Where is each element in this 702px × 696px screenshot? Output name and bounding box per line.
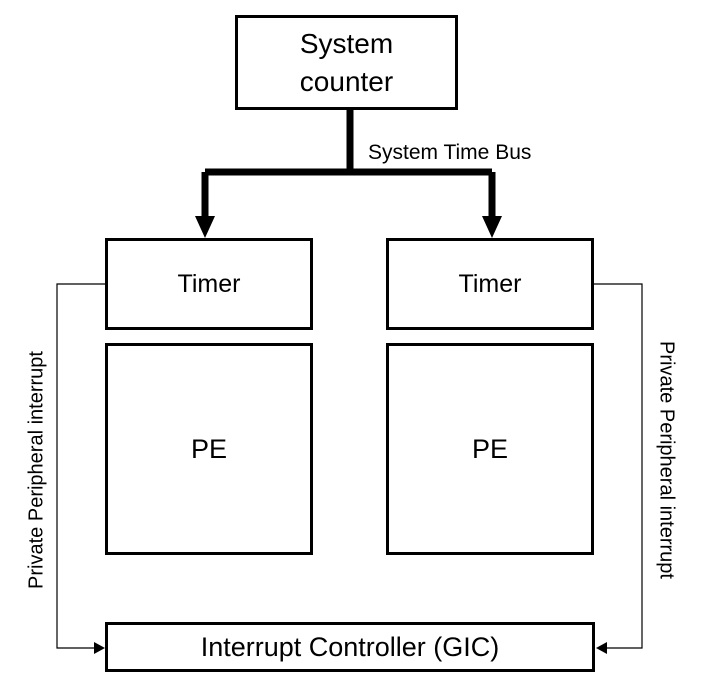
interrupt-arrow-right <box>596 642 607 654</box>
pe-box-right: PE <box>386 343 594 555</box>
pe-label-left: PE <box>190 433 228 464</box>
timer-label-left: Timer <box>177 269 241 298</box>
interrupt-controller-box: Interrupt Controller (GIC) <box>105 622 595 672</box>
private-peripheral-interrupt-label-right: Private Peripheral interrupt <box>655 341 678 579</box>
interrupt-controller-label: Interrupt Controller (GIC) <box>200 631 500 662</box>
timer-box-left: Timer <box>105 238 313 330</box>
timer-box-right: Timer <box>386 238 594 330</box>
pe-box-left: PE <box>105 343 313 555</box>
timer-label-right: Timer <box>458 269 522 298</box>
private-peripheral-interrupt-label-left: Private Peripheral interrupt <box>25 351 48 589</box>
pe-label-right: PE <box>471 433 509 464</box>
interrupt-wire-left <box>56 283 105 649</box>
system-time-bus <box>201 110 496 218</box>
bus-arrow-left <box>195 216 215 238</box>
system-counter-label-line1: System <box>299 27 394 59</box>
interrupt-arrow-left <box>94 642 105 654</box>
system-counter-label-line2: counter <box>299 65 394 97</box>
system-time-bus-label: System Time Bus <box>368 141 532 164</box>
bus-arrow-right <box>482 216 502 238</box>
interrupt-wire-right <box>594 283 643 649</box>
system-counter-box: System counter <box>235 15 458 110</box>
